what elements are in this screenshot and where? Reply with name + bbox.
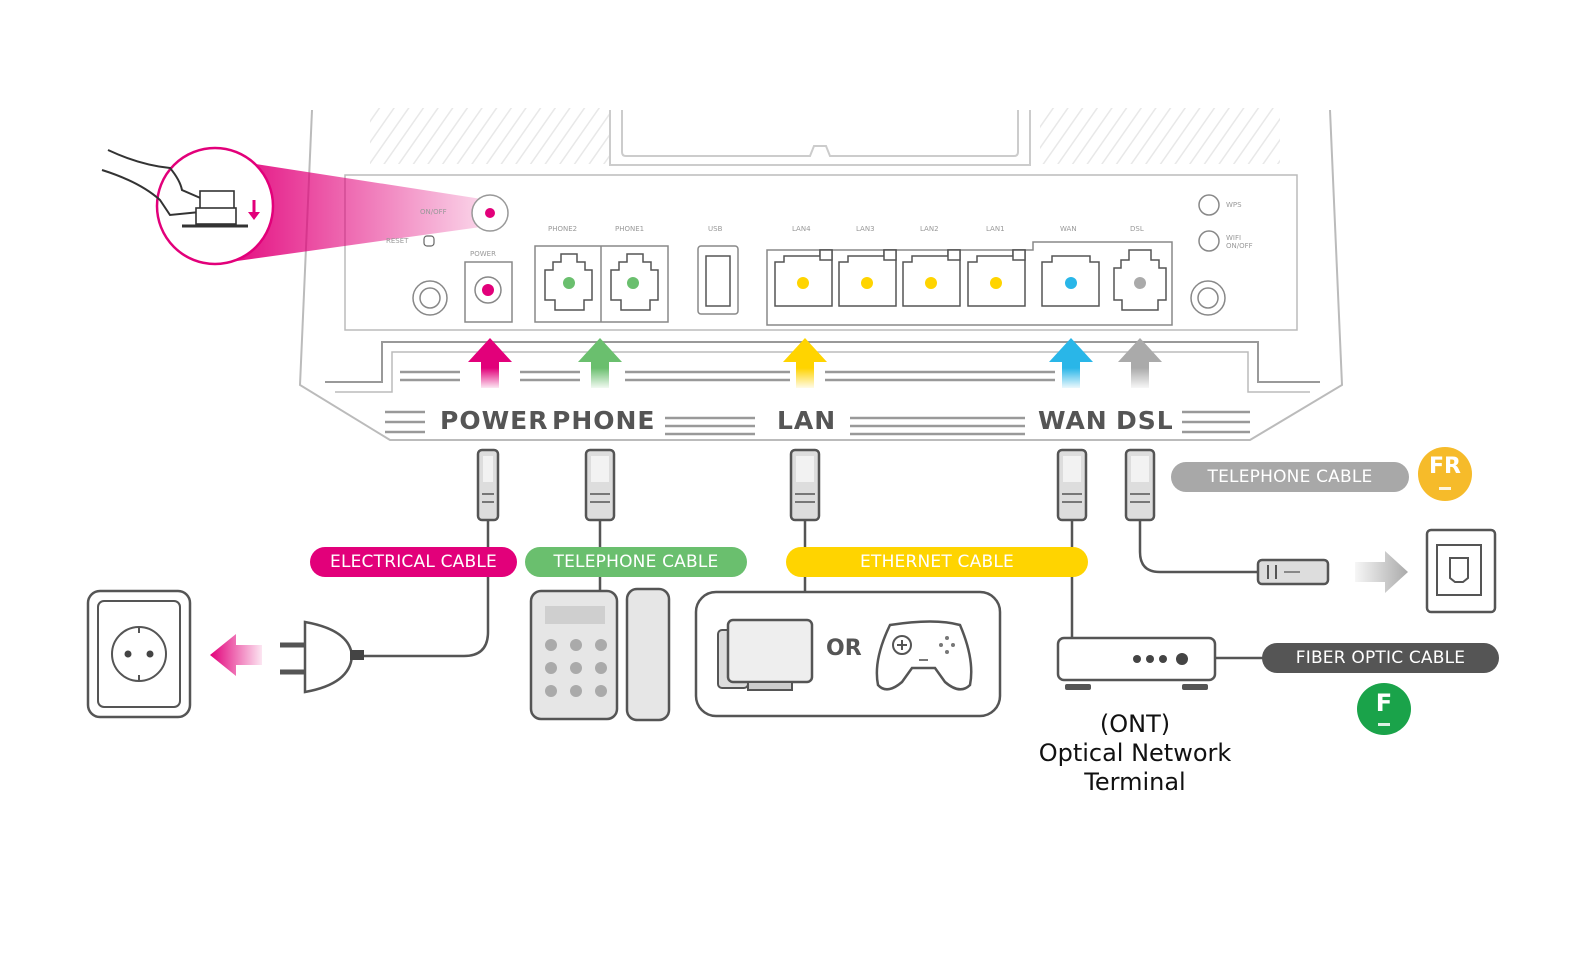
- rj-connector-icon: [1256, 558, 1330, 586]
- keypad-key: [545, 639, 557, 651]
- lan2-label: LAN2: [920, 225, 939, 233]
- fiber-optic-cable-label: FIBER OPTIC CABLE: [1262, 643, 1499, 673]
- phone-wall-jack-icon: [1425, 528, 1497, 614]
- ont-caption-line-1: (ONT): [1099, 710, 1171, 738]
- antenna-jack-left: [412, 280, 448, 316]
- f-badge: F: [1357, 683, 1411, 735]
- ethernet-cable-label: ETHERNET CABLE: [786, 547, 1088, 577]
- zoom-beam: [230, 160, 488, 262]
- keypad-key: [545, 685, 557, 697]
- reset-button[interactable]: [423, 235, 435, 247]
- phone1-label: PHONE1: [615, 225, 645, 233]
- antenna-jack-right: [1190, 280, 1226, 316]
- wall-socket-icon: [86, 589, 192, 719]
- section-label-phone: PHONE: [552, 406, 656, 435]
- phone-ports: [534, 245, 669, 323]
- rj-connector-icon: [476, 448, 500, 522]
- plug-icon: [280, 620, 364, 694]
- wps-label: WPS: [1226, 201, 1242, 209]
- keypad-key: [595, 662, 607, 674]
- phone2-label: PHONE2: [548, 225, 578, 233]
- arrow-up-icon-phone: [578, 338, 622, 390]
- keypad-key: [570, 685, 582, 697]
- cable-lines: [362, 520, 1265, 660]
- gamepad-icon: [875, 620, 973, 691]
- lan-port: [838, 249, 897, 307]
- usb-port: [697, 245, 739, 315]
- ont-caption-line-2: Optical Network: [1038, 739, 1232, 767]
- ont-device-icon: [1056, 636, 1217, 690]
- keypad-key: [595, 685, 607, 697]
- electrical-cable-label: ELECTRICAL CABLE: [310, 547, 517, 577]
- section-label-lan: LAN: [777, 406, 837, 435]
- ont-caption: (ONT) Optical Network Terminal: [1005, 710, 1265, 797]
- lan3-label: LAN3: [856, 225, 875, 233]
- wifi-on-off-label: WIFI ON/OFF: [1226, 234, 1253, 250]
- lan4-label: LAN4: [792, 225, 811, 233]
- arrow-up-icon-power: [468, 338, 512, 390]
- arrow-up-icon-wan: [1049, 338, 1093, 390]
- lan-port: [902, 249, 961, 307]
- keypad-key: [595, 639, 607, 651]
- section-label-dsl: DSL: [1116, 406, 1174, 435]
- reset-label: RESET: [386, 237, 409, 245]
- network-ports: [766, 241, 1173, 326]
- power-port-label: POWER: [470, 250, 496, 258]
- router-body: [298, 108, 1344, 441]
- arrow-right-icon: [1355, 551, 1408, 593]
- telephone-cable-label: TELEPHONE CABLE: [525, 547, 747, 577]
- arrow-up-icon-dsl: [1118, 338, 1162, 390]
- computer-icon: [717, 618, 814, 691]
- rj-connector-icon: [1056, 448, 1088, 522]
- rj-connector-icon: [1124, 448, 1156, 522]
- or-text: OR: [826, 636, 862, 661]
- fr-badge-text: FR: [1429, 454, 1461, 479]
- label-stripes: [385, 370, 1250, 436]
- keypad-key: [545, 662, 557, 674]
- desk-phone-icon: [529, 587, 671, 722]
- lan1-label: LAN1: [986, 225, 1005, 233]
- lan-port: [774, 249, 833, 307]
- section-label-wan: WAN: [1038, 406, 1108, 435]
- keypad-key: [570, 639, 582, 651]
- usb-label: USB: [708, 225, 723, 233]
- on-off-label: ON/OFF: [420, 208, 447, 216]
- hand-press-icon: [101, 146, 275, 266]
- f-badge-text: F: [1375, 689, 1393, 717]
- on-off-indicator: [485, 208, 495, 218]
- keypad-key: [570, 662, 582, 674]
- arrow-up-icon-lan: [783, 338, 827, 390]
- wifi-toggle-button[interactable]: [1198, 230, 1220, 252]
- arrow-left-icon: [210, 634, 262, 676]
- section-label-power: POWER: [440, 406, 549, 435]
- power-port: [464, 261, 513, 323]
- wan-label: WAN: [1060, 225, 1077, 233]
- rj-connector-icon: [584, 448, 616, 522]
- ont-caption-line-3: Terminal: [1084, 768, 1186, 796]
- fr-badge: FR: [1418, 447, 1472, 501]
- dsl-label: DSL: [1130, 225, 1144, 233]
- dsl-telephone-cable-label: TELEPHONE CABLE: [1171, 462, 1409, 492]
- rj-connector-icon: [789, 448, 821, 522]
- wps-button[interactable]: [1198, 194, 1220, 216]
- lan-port: [967, 249, 1026, 307]
